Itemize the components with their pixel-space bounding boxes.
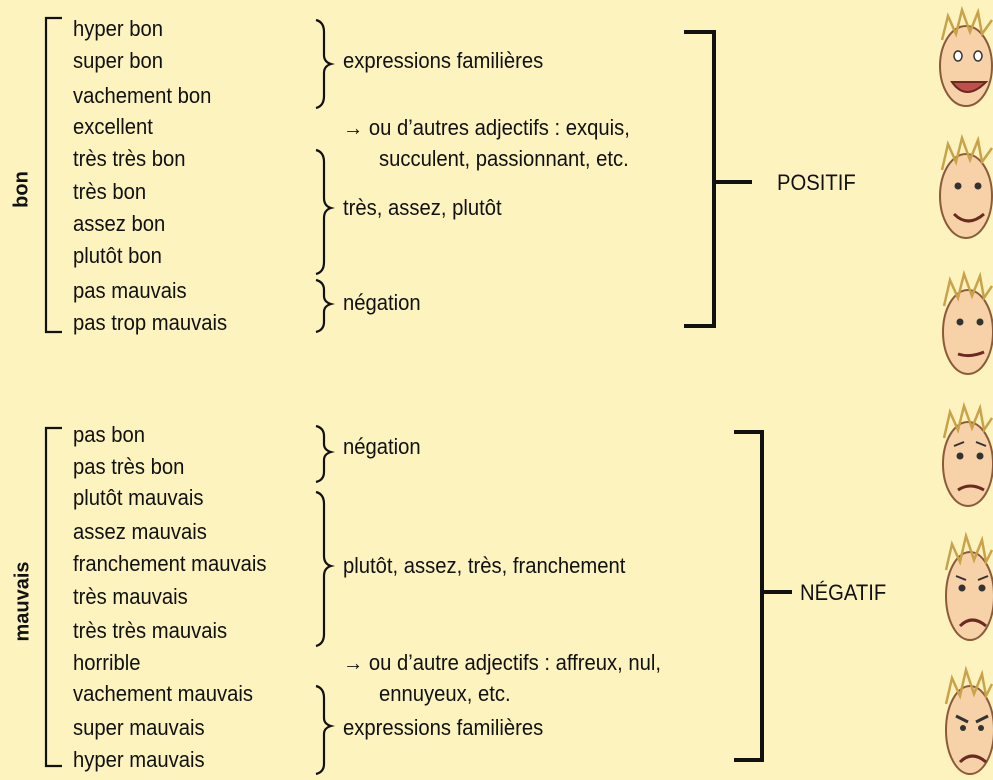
- note-arrow-line2: ennuyeux, etc.: [379, 681, 511, 706]
- note-arrow-line1: → ou d’autre adjectifs : affreux, nul,: [343, 650, 662, 675]
- list-item: pas trop mauvais: [73, 310, 228, 335]
- note-negation: négation: [343, 434, 421, 459]
- result-negatif: NÉGATIF: [800, 580, 887, 605]
- note-familiar: expressions familières: [343, 48, 544, 73]
- list-item: très mauvais: [73, 584, 188, 609]
- list-item: hyper mauvais: [73, 747, 205, 772]
- list-item: pas très bon: [73, 454, 185, 479]
- brace-bon-negation: [315, 278, 335, 334]
- list-item: excellent: [73, 114, 153, 139]
- list-item: hyper bon: [73, 16, 164, 41]
- note-arrow-line2: succulent, passionnant, etc.: [379, 146, 629, 171]
- brace-bon-familiar: [315, 18, 335, 110]
- sad-face-icon: [944, 531, 993, 641]
- note-negation: négation: [343, 290, 421, 315]
- list-item: très très mauvais: [73, 618, 228, 643]
- list-item: super mauvais: [73, 715, 205, 740]
- bon-left-bracket: [44, 16, 62, 334]
- list-item: vachement bon: [73, 83, 212, 108]
- note-adverbs: très, assez, plutôt: [343, 195, 502, 220]
- list-item: plutôt mauvais: [73, 485, 204, 510]
- list-item: pas bon: [73, 422, 146, 447]
- list-item: super bon: [73, 48, 164, 73]
- worried-face-icon: [942, 401, 993, 507]
- brace-bon-adverbs: [315, 148, 335, 276]
- list-item: franchement mauvais: [73, 551, 267, 576]
- list-item: assez mauvais: [73, 519, 207, 544]
- angry-face-icon: [944, 665, 993, 775]
- mauvais-left-bracket: [44, 426, 62, 768]
- positif-bracket: [684, 30, 752, 328]
- list-item: pas mauvais: [73, 278, 187, 303]
- list-item: très très bon: [73, 146, 186, 171]
- neutral-face-icon: [942, 269, 993, 375]
- note-familiar: expressions familières: [343, 715, 544, 740]
- result-positif: POSITIF: [777, 170, 856, 195]
- list-item: très bon: [73, 179, 147, 204]
- brace-mauvais-negation: [315, 424, 335, 484]
- negatif-bracket: [734, 430, 792, 762]
- brace-mauvais-adverbs: [315, 490, 335, 648]
- smiling-face-icon: [939, 133, 993, 239]
- brace-mauvais-familiar: [315, 684, 335, 776]
- list-item: horrible: [73, 650, 141, 675]
- list-item: assez bon: [73, 211, 166, 236]
- list-item: plutôt bon: [73, 243, 162, 268]
- very-happy-face-icon: [939, 5, 993, 107]
- list-item: vachement mauvais: [73, 681, 254, 706]
- note-adverbs: plutôt, assez, très, franchement: [343, 553, 626, 578]
- note-arrow-line1: → ou d’autres adjectifs : exquis,: [343, 115, 630, 140]
